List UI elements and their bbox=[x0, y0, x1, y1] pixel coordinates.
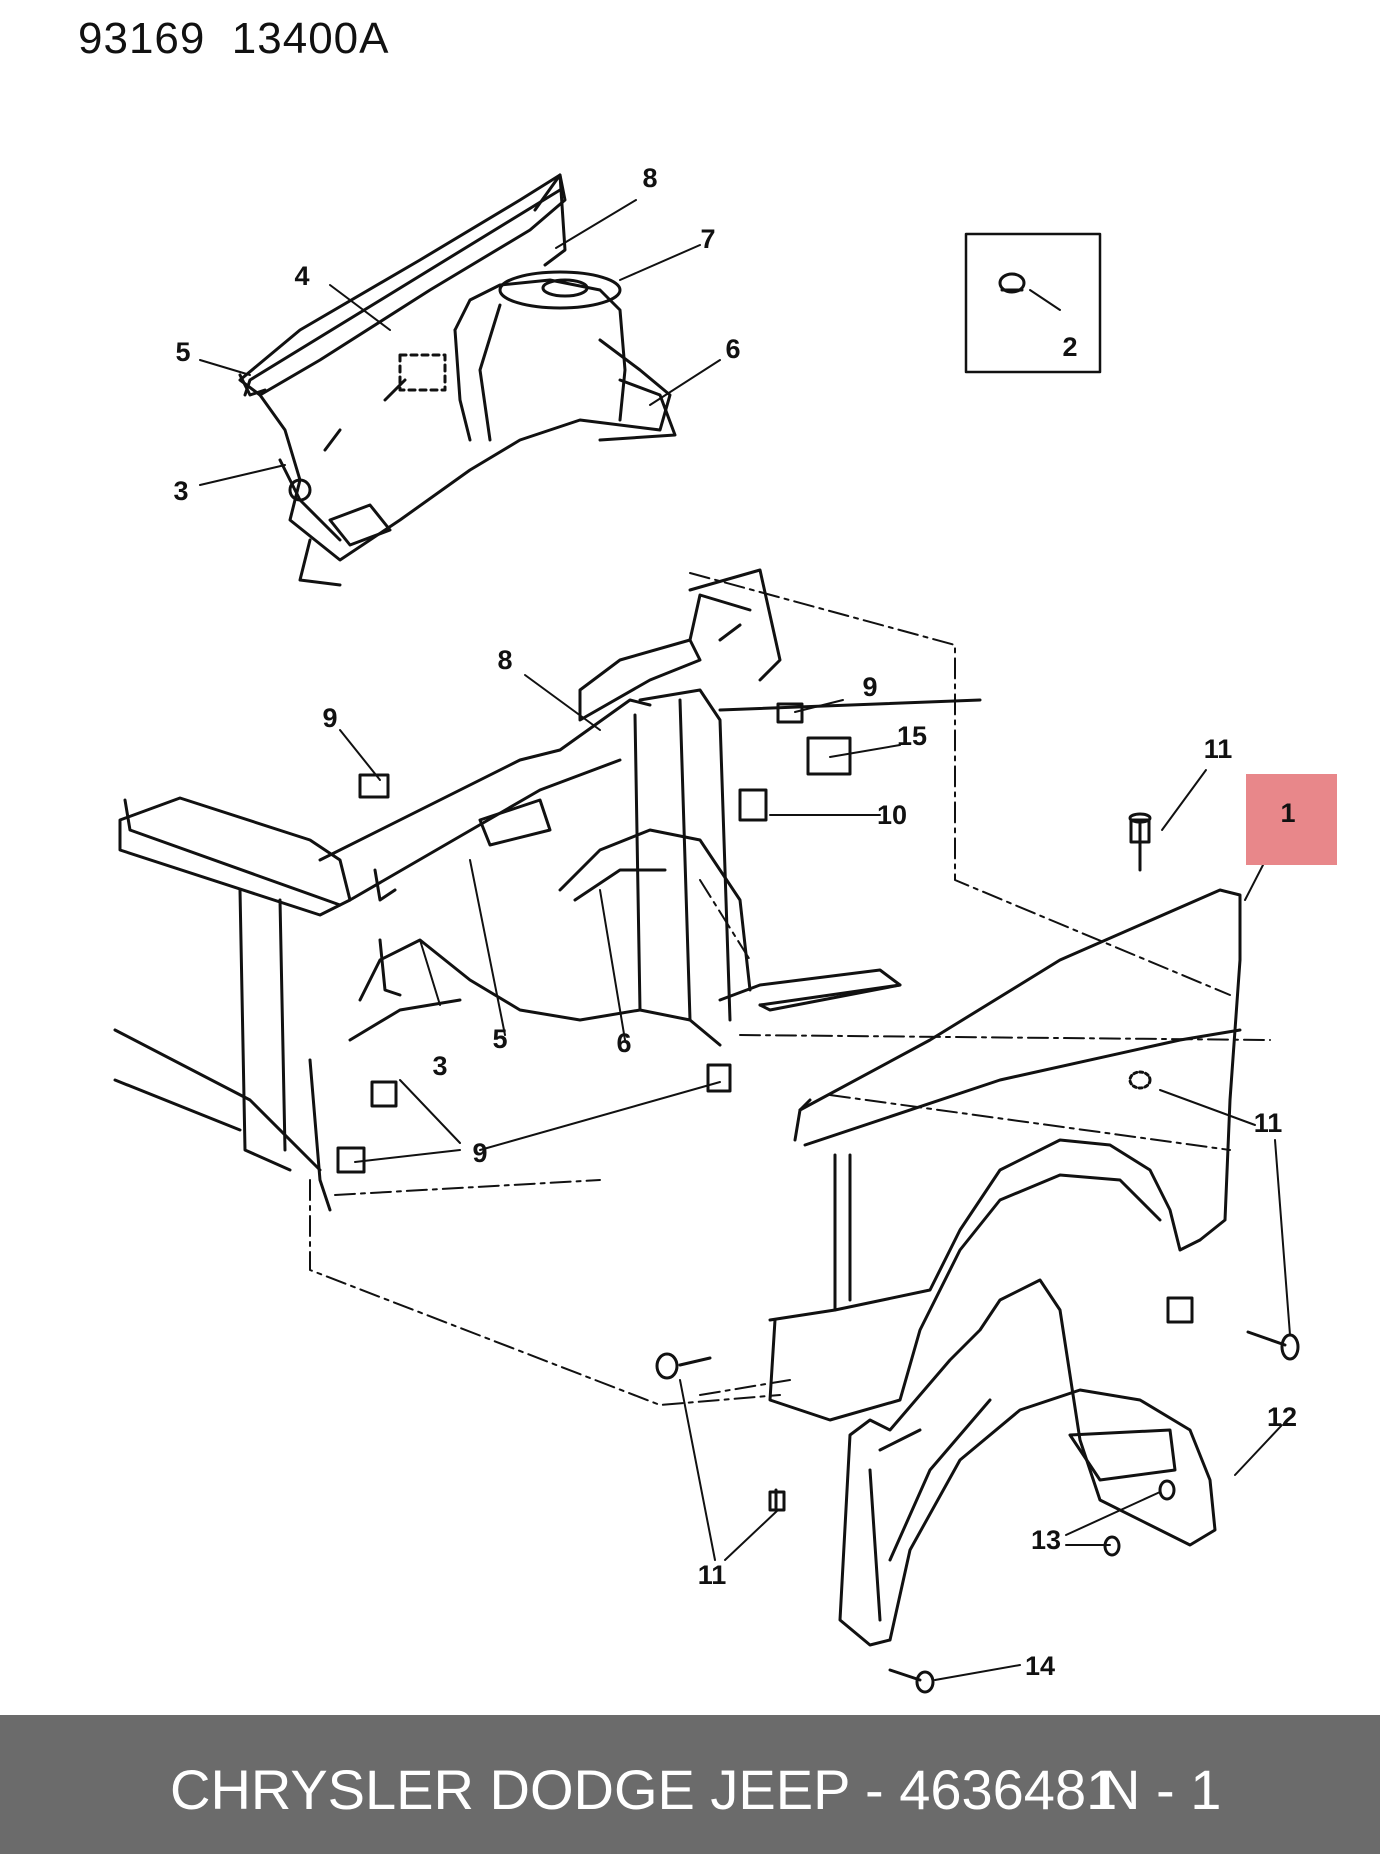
footer-sequence: N - 1 bbox=[1100, 1758, 1222, 1821]
exploded-view-drawing: 1 2 3 3 4 5 5 6 6 7 8 8 9 9 9 10 11 11 1… bbox=[113, 163, 1337, 1694]
callout-8-inset: 8 bbox=[642, 163, 657, 193]
callout-15: 15 bbox=[897, 721, 927, 751]
callout-11-bottom: 11 bbox=[698, 1560, 727, 1590]
callout-9-left: 9 bbox=[322, 703, 337, 733]
fastener-hardware bbox=[336, 702, 1300, 1694]
assembly-phantom-lines bbox=[309, 572, 1271, 1406]
callout-10: 10 bbox=[877, 800, 907, 830]
fender-panel bbox=[768, 888, 1242, 1422]
callout-5-main: 5 bbox=[492, 1024, 507, 1054]
callout-11-right: 11 bbox=[1254, 1108, 1283, 1138]
footer-part-number: CHRYSLER DODGE JEEP - 4636481 bbox=[170, 1758, 1118, 1821]
callout-numbers: 1 2 3 3 4 5 5 6 6 7 8 8 9 9 9 10 11 11 1… bbox=[173, 163, 1297, 1681]
diagram-reference-code: 93169 13400A bbox=[78, 14, 390, 63]
callout-6-main: 6 bbox=[616, 1028, 631, 1058]
callout-9-bottom: 9 bbox=[472, 1138, 487, 1168]
callout-2: 2 bbox=[1062, 332, 1077, 362]
callout-3-main: 3 bbox=[432, 1051, 447, 1081]
callout-13: 13 bbox=[1031, 1525, 1061, 1555]
inset-apron-assembly bbox=[238, 173, 677, 587]
callout-7: 7 bbox=[700, 224, 715, 254]
callout-9-right: 9 bbox=[862, 672, 877, 702]
callout-8-main: 8 bbox=[497, 645, 512, 675]
callout-12: 12 bbox=[1267, 1402, 1297, 1432]
main-body-structure bbox=[113, 568, 982, 1212]
callout-4: 4 bbox=[294, 261, 309, 291]
callout-11-top: 11 bbox=[1204, 734, 1233, 764]
callout-6-inset: 6 bbox=[725, 334, 740, 364]
callout-3-inset: 3 bbox=[173, 476, 188, 506]
callout-14: 14 bbox=[1025, 1651, 1055, 1681]
inset-box-part-2 bbox=[964, 232, 1102, 374]
callout-1: 1 bbox=[1280, 798, 1295, 828]
footer-bar: CHRYSLER DODGE JEEP - 4636481 N - 1 bbox=[0, 1715, 1380, 1854]
callout-leaders bbox=[199, 199, 1291, 1681]
callout-5-inset: 5 bbox=[175, 337, 190, 367]
splash-shield bbox=[838, 1278, 1217, 1647]
highlight-box-part-1 bbox=[1246, 774, 1337, 865]
